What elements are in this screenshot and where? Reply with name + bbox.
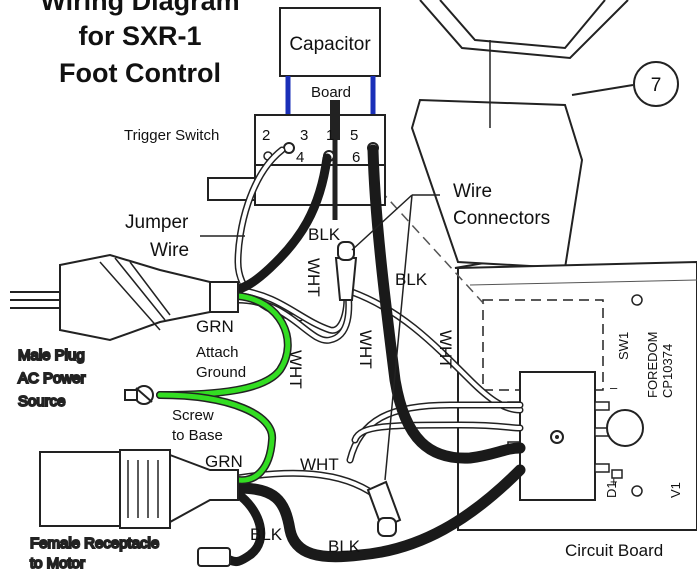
male-plug-label-2: AC Power: [18, 370, 86, 387]
wht-b-label: WHT: [356, 330, 375, 369]
board-label-d1: D1: [604, 481, 619, 498]
capacitor-label: Capacitor: [289, 34, 371, 55]
blk-switch-label: BLK: [308, 225, 341, 244]
wire-connector-top: [334, 241, 358, 301]
board-label-part: CP10374: [660, 344, 675, 398]
part-7-outline: [410, 0, 629, 324]
board-label-minus: –: [610, 380, 618, 395]
wire-connector-bottom: [366, 480, 402, 537]
circuit-board-label: Circuit Board: [565, 541, 663, 560]
female-receptacle-label-2: to Motor: [30, 555, 85, 571]
wht-a-label: WHT: [304, 258, 323, 297]
wires: [156, 144, 526, 567]
terminal-5: 5: [350, 127, 358, 144]
terminal-4: 4: [296, 149, 304, 166]
male-plug-label-3: Source: [18, 393, 66, 410]
male-plug: Male Plug AC Power Source: [10, 253, 239, 411]
callout-7-number: 7: [651, 75, 662, 96]
blk-bottom-left-label: BLK: [250, 525, 283, 544]
labels: Jumper Wire Wire Connectors BLK BLK BLK …: [125, 181, 550, 556]
jumper-wire-label-1: Jumper: [125, 212, 189, 233]
grn-bottom-label: GRN: [205, 452, 243, 471]
attach-ground-label-2: Ground: [196, 364, 246, 381]
attach-ground-label-1: Attach: [196, 344, 239, 361]
title-line-3: Foot Control: [59, 58, 221, 88]
board-label-sw1: SW1: [616, 332, 631, 360]
trigger-switch: 2 3 4 1 5 6 Trigger Switch: [124, 100, 386, 220]
wire-connectors-label-1: Wire: [453, 181, 492, 202]
title-line-1: Wiring Diagram: [40, 0, 239, 16]
bottom-lead-connector: [197, 547, 231, 567]
capacitor: Capacitor Board: [279, 7, 381, 132]
board-label-plus: +: [610, 474, 618, 489]
board-label: Board: [311, 84, 351, 101]
terminal-3: 3: [300, 127, 308, 144]
wire-connectors-label-2: Connectors: [453, 208, 550, 229]
female-receptacle: Female Receptacle to Motor: [29, 449, 239, 571]
trigger-switch-label: Trigger Switch: [124, 127, 219, 144]
blk-right-label: BLK: [395, 270, 428, 289]
ground-screw: [124, 385, 154, 405]
blk-bottom-mid-label: BLK: [328, 537, 361, 556]
terminal-2: 2: [262, 127, 270, 144]
wht-bottom-label: WHT: [300, 455, 339, 474]
board-label-v1: V1: [668, 482, 683, 498]
jumper-wire-label-2: Wire: [150, 240, 189, 261]
grn-top-label: GRN: [196, 317, 234, 336]
callout-7: 7: [571, 61, 679, 107]
title-line-2: for SXR-1: [78, 21, 201, 51]
female-receptacle-label-1: Female Receptacle: [30, 535, 159, 552]
screw-label-1: Screw: [172, 407, 214, 424]
wht-d-label: WHT: [436, 330, 455, 369]
terminal-1: 1: [326, 127, 334, 144]
terminal-6: 6: [352, 149, 360, 166]
wht-c-label: WHT: [286, 350, 305, 389]
title-block: Wiring Diagram for SXR-1 Foot Control: [40, 0, 239, 88]
male-plug-label-1: Male Plug: [18, 347, 85, 364]
board-label-foredom: FOREDOM: [645, 332, 660, 398]
screw-label-2: to Base: [172, 427, 223, 444]
